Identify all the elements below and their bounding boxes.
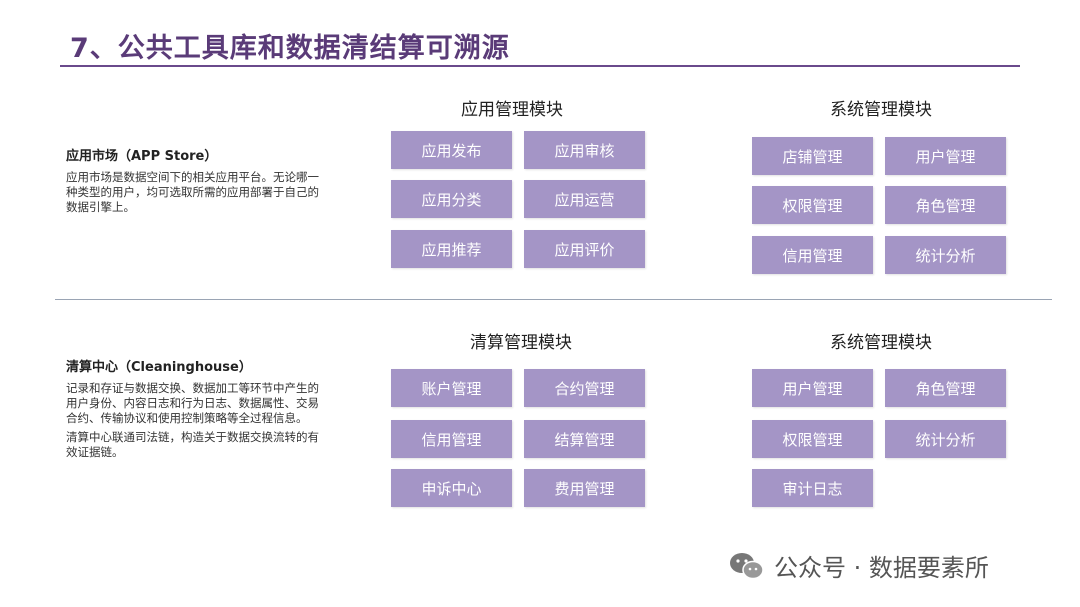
app-store-heading: 应用市场（APP Store） [66,149,218,164]
watermark: 公众号 · 数据要素所 [728,548,989,583]
module-button[interactable]: 用户管理 [885,137,1006,175]
module-button[interactable]: 用户管理 [752,369,873,407]
wechat-icon [730,552,764,579]
module-button[interactable]: 权限管理 [752,186,873,224]
module-button[interactable]: 费用管理 [524,469,645,507]
module-button[interactable]: 统计分析 [885,420,1006,458]
watermark-text: 公众号 · 数据要素所 [774,554,989,582]
cleaninghouse-text: 清算中心联通司法链，构造关于数据交换流转的有效证据链。 [66,430,319,459]
module-button[interactable]: 应用运营 [524,180,645,218]
module-button[interactable]: 应用分类 [391,180,512,218]
module-button[interactable]: 信用管理 [752,236,873,274]
module-button[interactable]: 信用管理 [391,420,512,458]
module-button[interactable]: 角色管理 [885,186,1006,224]
module-button[interactable]: 结算管理 [524,420,645,458]
module-button[interactable]: 权限管理 [752,420,873,458]
cleaninghouse-description: 清算中心（Cleaninghouse） 记录和存证与数据交换、数据加工等环节中产… [66,356,326,464]
module-title-app-management: 应用管理模块 [461,100,563,120]
module-button[interactable]: 申诉中心 [391,469,512,507]
module-button[interactable]: 角色管理 [885,369,1006,407]
module-button[interactable]: 统计分析 [885,236,1006,274]
module-title-clearing-management: 清算管理模块 [470,333,572,353]
module-title-system-management: 系统管理模块 [830,100,932,120]
app-store-text: 应用市场是数据空间下的相关应用平台。无论哪一种类型的用户，均可选取所需的应用部署… [66,170,319,214]
module-button[interactable]: 应用推荐 [391,230,512,268]
module-button[interactable]: 店铺管理 [752,137,873,175]
module-button[interactable]: 应用发布 [391,131,512,169]
module-button[interactable]: 合约管理 [524,369,645,407]
module-button[interactable]: 应用审核 [524,131,645,169]
module-title-system-management-2: 系统管理模块 [830,333,932,353]
app-store-description: 应用市场（APP Store） 应用市场是数据空间下的相关应用平台。无论哪一种类… [66,145,326,219]
title-divider [60,65,1020,67]
page-title: 7、公共工具库和数据清结算可溯源 [70,33,510,64]
module-button[interactable]: 账户管理 [391,369,512,407]
section-divider [55,299,1052,300]
module-button[interactable]: 应用评价 [524,230,645,268]
cleaninghouse-heading: 清算中心（Cleaninghouse） [66,360,252,375]
module-button[interactable]: 审计日志 [752,469,873,507]
cleaninghouse-text: 记录和存证与数据交换、数据加工等环节中产生的用户身份、内容日志和行为日志、数据属… [66,381,319,425]
